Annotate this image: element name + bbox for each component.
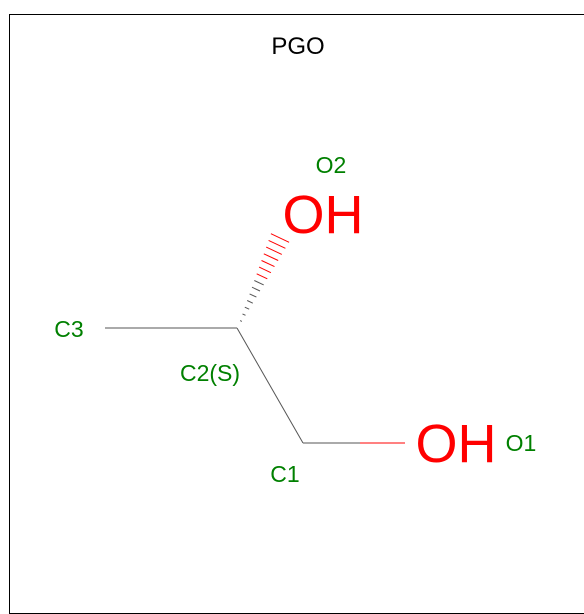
atom-label-o2: O2: [316, 152, 347, 178]
o2-hydroxyl-group: OH: [283, 185, 364, 245]
wedge-hash-line: [265, 246, 283, 255]
wedge-hash-line: [258, 266, 272, 274]
atom-label-o1: O1: [506, 430, 537, 456]
wedge-hash-line: [268, 239, 286, 249]
wedge-hash-line: [242, 313, 246, 316]
molecule-diagram: PGO OH OH O2 O1 C3 C2(S) C1: [54, 33, 537, 487]
wedge-hash-line: [270, 233, 290, 243]
atom-label-c1: C1: [270, 461, 299, 487]
wedge-hash-line: [263, 253, 279, 261]
wedge-hash-line: [246, 300, 254, 304]
molecule-title: PGO: [271, 33, 324, 60]
wedge-hash-line: [239, 320, 243, 322]
wedge-hash-line: [244, 306, 250, 310]
bond-c2-c1: [236, 327, 304, 444]
o1-hydroxyl-group: OH: [416, 414, 497, 474]
wedge-hash-line: [249, 293, 257, 298]
wedge-hash-line: [261, 260, 275, 268]
wedge-hash-line: [251, 286, 261, 292]
wedge-hash-line: [254, 280, 264, 286]
atom-label-c3: C3: [54, 316, 83, 342]
atom-label-c2: C2(S): [180, 360, 240, 386]
stereo-bond-c2-o2: [239, 233, 290, 322]
wedge-hash-line: [256, 273, 268, 280]
